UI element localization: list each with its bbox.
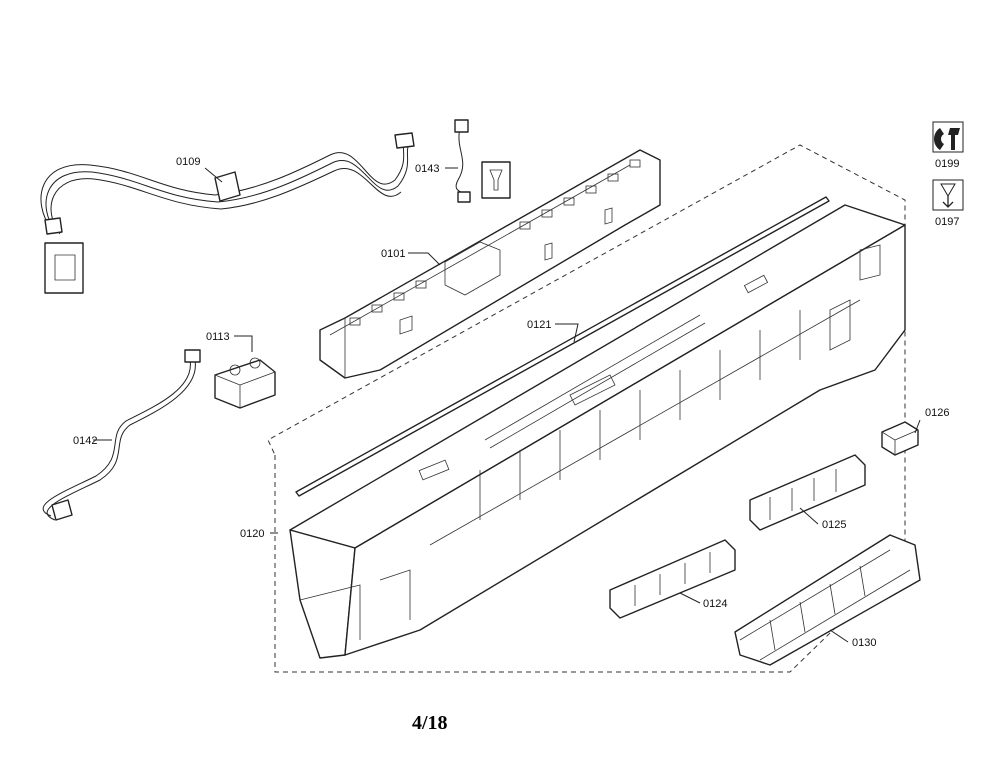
leader-lines (93, 167, 921, 643)
assembly-boundary (267, 144, 906, 673)
button-strip-0125 (749, 454, 866, 531)
label-0126: 0126 (925, 407, 949, 419)
button-0126 (881, 421, 919, 456)
button-strip-0124 (609, 539, 736, 619)
arrow-down-icon (932, 179, 964, 211)
label-0125: 0125 (822, 519, 846, 531)
label-0197: 0197 (935, 216, 959, 228)
connector-block-0113 (214, 357, 276, 409)
label-0109: 0109 (176, 156, 200, 168)
page-number: 4/18 (412, 712, 448, 734)
cable-0142 (42, 349, 201, 521)
cover-0130 (734, 534, 921, 666)
wire-harness-0109 (40, 132, 415, 294)
label-0121: 0121 (527, 319, 551, 331)
trim-strip (295, 196, 830, 497)
label-0101: 0101 (381, 248, 405, 260)
wrench-icon (932, 121, 964, 153)
label-0130: 0130 (852, 637, 876, 649)
sensor-0143 (454, 119, 511, 203)
label-0142: 0142 (73, 435, 97, 447)
label-0113: 0113 (206, 331, 230, 343)
label-0120: 0120 (240, 528, 264, 540)
label-0199: 0199 (935, 158, 959, 170)
control-panel-body (289, 204, 906, 659)
label-0124: 0124 (703, 598, 727, 610)
electronic-module (319, 149, 661, 379)
label-0143: 0143 (415, 163, 439, 175)
